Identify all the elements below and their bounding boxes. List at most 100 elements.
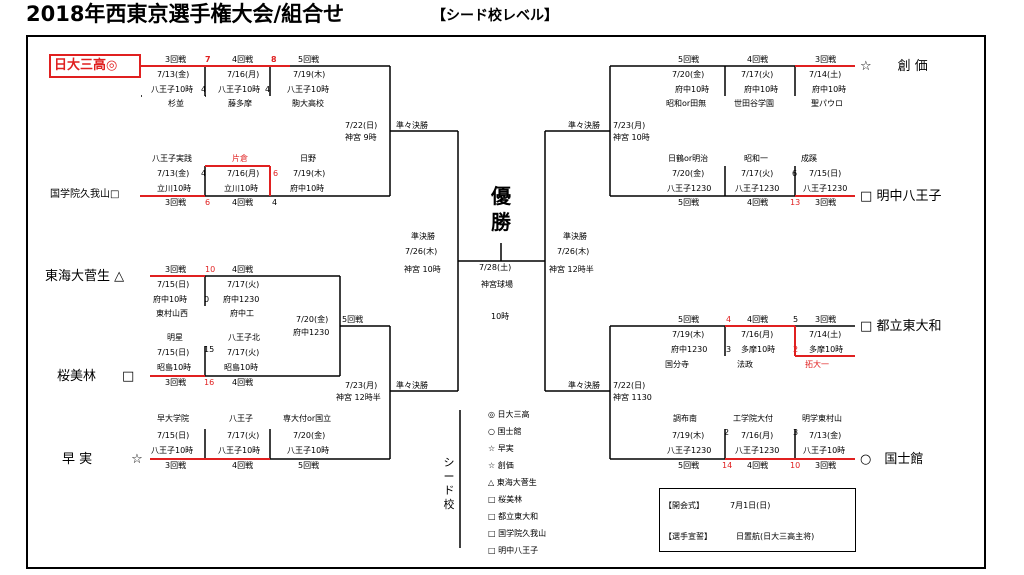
g6-r4-opp: 世田谷学園: [734, 99, 774, 108]
g5-r5-place: 八王子10時: [287, 446, 330, 455]
semi-left-date: 7/26(木): [405, 247, 438, 256]
seed-team-r4: ○ 国士館: [860, 452, 924, 467]
g7-r4-place: 八王子1230: [735, 184, 780, 193]
g3-r4-label: 4回戦: [232, 265, 254, 274]
g1-r4-place: 八王子10時: [218, 85, 261, 94]
g5-r4-place: 八王子10時: [218, 446, 261, 455]
g8-r4-score: 5: [793, 315, 799, 324]
g1-r3-opp-score: 4: [201, 85, 207, 94]
g3-r4-place: 府中1230: [223, 295, 260, 304]
qf-tr-label: 準々決勝: [568, 121, 600, 130]
g7-r3-date: 7/15(日): [809, 169, 842, 178]
seed-legend-item: □ 都立東大和: [488, 512, 539, 521]
g9-r5-score: 14: [722, 461, 733, 470]
g6-r3-label: 3回戦: [815, 55, 837, 64]
oath-label: 【選手宣誓】: [664, 532, 712, 541]
seed-team-r2: □ 明中八王子: [860, 189, 942, 204]
g8-r4-place: 多摩10時: [741, 345, 776, 354]
g6-r5-place: 府中10時: [675, 85, 710, 94]
g5-r3-label: 3回戦: [165, 461, 187, 470]
g9-r3-label: 3回戦: [815, 461, 837, 470]
g8-r3-opp: 拓大一: [805, 360, 829, 369]
g3-r3-opp-score: 0: [204, 295, 210, 304]
g3-r4-date: 7/17(火): [227, 280, 260, 289]
seed-legend-item: □ 明中八王子: [488, 546, 539, 555]
g9-r4-date: 7/16(月): [741, 431, 774, 440]
qf-br-place: 神宮 1130: [613, 393, 652, 402]
page-subtitle: 【シード校レベル】: [432, 8, 558, 24]
seed-highlight-box: [49, 54, 141, 78]
g2-r4-opp-score: 6: [273, 169, 279, 178]
g9-r4-opp: 工学院大付: [733, 414, 773, 423]
g9-r3-date: 7/13(金): [809, 431, 842, 440]
g9-r4-score: 10: [790, 461, 801, 470]
g3-r3-label: 3回戦: [165, 265, 187, 274]
g7-r3-score: 13: [790, 198, 801, 207]
qf-tl-label: 準々決勝: [396, 121, 428, 130]
qf-bl-label: 準々決勝: [396, 381, 428, 390]
g4-r4-opp: 八王子北: [228, 333, 260, 342]
info-box: [659, 488, 856, 552]
seed-legend-item: □ 桜美林: [488, 495, 523, 504]
seed-team-l4: 桜美林 □: [57, 369, 135, 384]
g6-r5-opp: 昭和or田無: [666, 99, 707, 108]
g1-r4-date: 7/16(月): [227, 70, 260, 79]
g8-r5-date: 7/19(木): [672, 330, 705, 339]
g5-r3-date: 7/15(日): [157, 431, 190, 440]
semi-right-date: 7/26(木): [557, 247, 590, 256]
g1-r4-label: 4回戦: [232, 55, 254, 64]
page-title: 2018年西東京選手権大会/組合せ: [26, 2, 345, 26]
seed-legend-title: シード校: [443, 456, 455, 511]
g2-r4-opp: 片倉: [232, 154, 248, 163]
g3-r4-opp: 府中工: [230, 309, 254, 318]
g2-r5-place: 府中10時: [290, 184, 325, 193]
g6-r3-place: 府中10時: [812, 85, 847, 94]
g7-r5-opp: 日鶴or明治: [668, 154, 709, 163]
qf-br-label: 準々決勝: [568, 381, 600, 390]
g8-r5-place: 府中1230: [671, 345, 708, 354]
champion-label: 優勝: [491, 184, 511, 234]
g5-r5-opp: 専大付or国立: [283, 414, 332, 423]
oath-name: 日置航(日大三高主将): [736, 532, 815, 541]
g8-r4-opp: 法政: [737, 360, 753, 369]
g8-r3-opp-score: 2: [793, 345, 799, 354]
qf-bl-place: 神宮 12時半: [336, 393, 381, 402]
g1-r3-opp: 杉並: [168, 99, 184, 108]
qf-tr-date: 7/23(月): [613, 121, 646, 130]
g7-r3-label: 3回戦: [815, 198, 837, 207]
g9-r5-label: 5回戦: [678, 461, 700, 470]
g1-r4-opp: 藤多摩: [228, 99, 252, 108]
g9-r5-opp-score: 2: [724, 428, 730, 437]
g7-r4-opp: 昭和一: [744, 154, 768, 163]
g6-r4-place: 府中10時: [744, 85, 779, 94]
g5-r3-opp: 早大学院: [157, 414, 189, 423]
g1-r5-place: 八王子10時: [287, 85, 330, 94]
final-venue: 神宮球場: [481, 280, 513, 289]
semi-right-place: 神宮 12時半: [549, 265, 594, 274]
qf-tr-place: 神宮 10時: [613, 133, 650, 142]
g2-r3-place: 立川10時: [157, 184, 192, 193]
lb-label: 5回戦: [342, 315, 364, 324]
seed-legend-item: □ 国学院久我山: [488, 529, 547, 538]
seed-legend-item: ◎ 日大三高: [488, 410, 530, 419]
g5-r4-label: 4回戦: [232, 461, 254, 470]
g3-r3-opp: 東村山西: [156, 309, 188, 318]
qf-tl-place: 神宮 9時: [345, 133, 377, 142]
g4-r3-opp: 明星: [167, 333, 183, 342]
g7-r3-place: 八王子1230: [803, 184, 848, 193]
g2-r5-date: 7/19(木): [293, 169, 326, 178]
opening-date: 7月1日(日): [730, 501, 771, 510]
semi-right-label: 準決勝: [563, 232, 587, 241]
g8-r3-place: 多摩10時: [809, 345, 844, 354]
g2-r3-opp-score: 4: [201, 169, 207, 178]
g4-r3-opp-score: 15: [204, 345, 215, 354]
seed-team-l1: 日大三高◎: [54, 58, 118, 73]
g9-r4-label: 4回戦: [747, 461, 769, 470]
g1-r3-score: 7: [205, 55, 211, 64]
g7-r4-date: 7/17(火): [741, 169, 774, 178]
g5-r4-opp: 八王子: [229, 414, 253, 423]
g9-r5-place: 八王子1230: [667, 446, 712, 455]
g2-r4-score: 4: [272, 198, 278, 207]
g4-r4-place: 昭島10時: [224, 363, 259, 372]
